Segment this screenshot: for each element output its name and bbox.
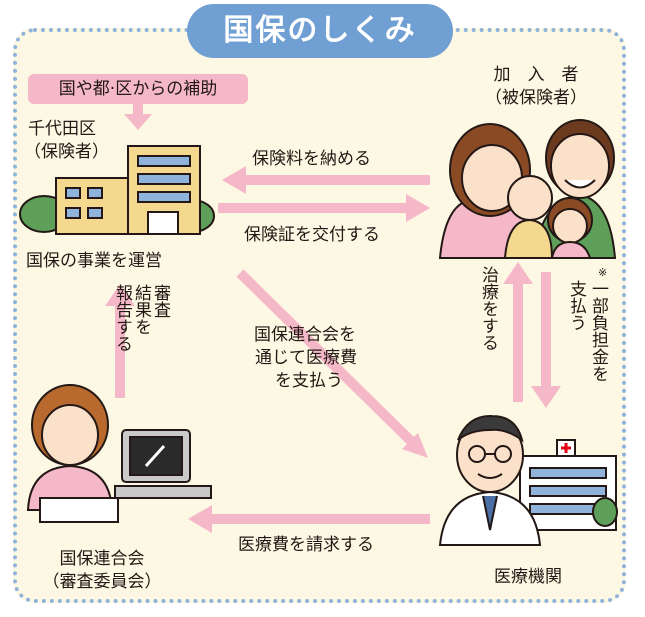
claim-label: 医療費を請求する — [238, 535, 374, 555]
report-line-2: 結果を — [131, 284, 151, 335]
report-arrow — [105, 284, 135, 398]
medical-name: 医療機関 — [494, 567, 562, 587]
issue-card-label: 保険証を交付する — [244, 225, 380, 245]
subsidy-arrow — [124, 104, 152, 130]
insurer-caption: 国保の事業を運営 — [26, 251, 162, 271]
federation-pays-line-3: を支払う — [275, 371, 343, 391]
copay-line-1: 一部負担金を — [588, 280, 608, 382]
federation-name: 国保連合会 — [59, 549, 145, 569]
page-title: 国保のしくみ — [187, 4, 453, 58]
federation-pays-line-1: 国保連合会を — [254, 325, 356, 345]
insurer-name: 千代田区 — [28, 119, 96, 139]
copay-line-2: 支払う — [566, 280, 586, 331]
members-role: （被保険者） — [485, 88, 587, 108]
family-illustration-icon — [438, 119, 617, 259]
report-line-3: 報告する — [112, 284, 132, 352]
subsidy-label: 国や都·区からの補助 — [28, 74, 248, 104]
treat-label: 治療をする — [478, 266, 498, 351]
payment-diagonal-arrow — [236, 269, 428, 458]
doctor-hospital-illustration-icon — [438, 414, 618, 546]
report-line-1: 審査 — [150, 284, 170, 318]
copay-note-mark: ※ — [598, 266, 608, 279]
members-name: 加 入 者 — [493, 65, 579, 85]
federation-pays-line-2: 通じて医療費 — [255, 348, 357, 368]
insurer-role: （保険者） — [24, 142, 109, 162]
ward-office-building-icon — [19, 145, 215, 235]
treat-arrow — [503, 262, 533, 402]
issue-card-arrow — [218, 194, 430, 222]
federation-worker-illustration-icon — [26, 384, 212, 523]
pay-premium-label: 保険料を納める — [252, 149, 371, 169]
premium-arrow — [222, 166, 430, 194]
copay-arrow — [531, 272, 561, 408]
federation-role: （審査委員会） — [42, 572, 162, 592]
claim-arrow — [188, 505, 430, 533]
